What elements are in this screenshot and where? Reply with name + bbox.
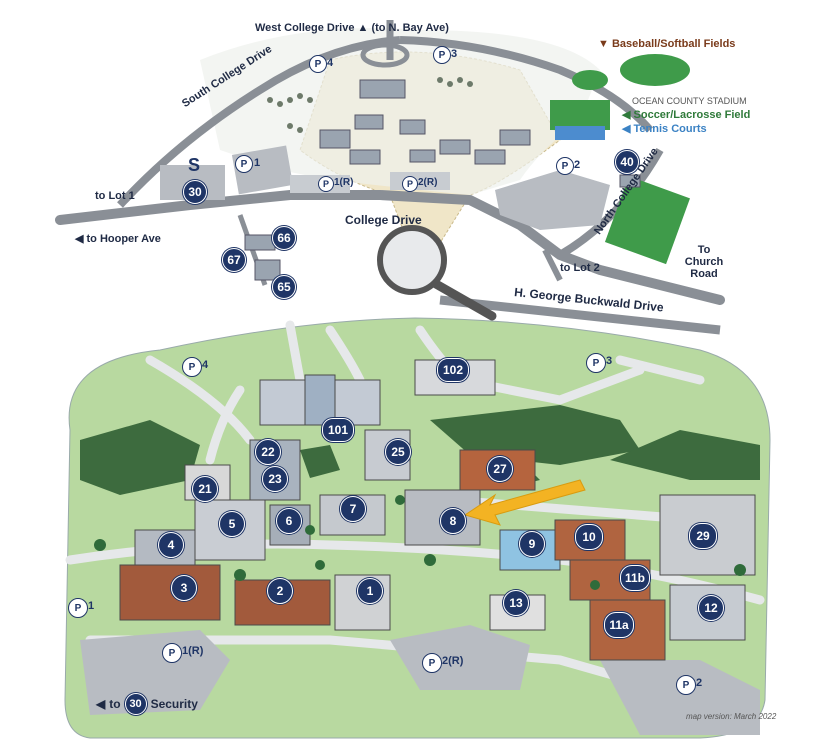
tennis-courts-label: ◀ Tennis Courts xyxy=(622,123,707,135)
building-pin-22[interactable]: 22 xyxy=(255,439,281,465)
detail-parking-4-icon: P xyxy=(182,357,202,377)
building-pin-101[interactable]: 101 xyxy=(322,418,354,442)
detail-parking-1-icon: P xyxy=(68,598,88,618)
parking-1r-icon: P xyxy=(318,176,334,192)
parking-1-label: 1 xyxy=(254,157,261,169)
parking-4-label: 4 xyxy=(327,57,334,69)
stadium-label: OCEAN COUNTY STADIUM xyxy=(632,96,747,106)
detail-parking-2-icon: P xyxy=(676,675,696,695)
building-pin-1[interactable]: 1 xyxy=(357,578,383,604)
building-pin-10[interactable]: 10 xyxy=(575,524,603,550)
building-pin-3[interactable]: 3 xyxy=(171,575,197,601)
detail-parking-2r-icon: P xyxy=(422,653,442,673)
parking-4-icon: P xyxy=(309,55,327,73)
building-pin-30[interactable]: 30 xyxy=(183,180,207,204)
building-pin-65[interactable]: 65 xyxy=(272,275,296,299)
parking-3-label: 3 xyxy=(451,48,458,60)
detail-parking-2r-label: 2(R) xyxy=(442,655,464,667)
building-pin-7[interactable]: 7 xyxy=(340,496,366,522)
building-pin-40[interactable]: 40 xyxy=(615,150,639,174)
detail-parking-1-label: 1 xyxy=(88,600,95,612)
detail-parking-4-label: 4 xyxy=(202,359,209,371)
map-version: map version: March 2022 xyxy=(686,712,777,721)
parking-1r-label: 1(R) xyxy=(334,177,354,188)
building-pin-5[interactable]: 5 xyxy=(219,511,245,537)
detail-parking-3-label: 3 xyxy=(606,355,613,367)
parking-1-icon: P xyxy=(235,155,253,173)
to-lot1: to Lot 1 xyxy=(95,190,135,202)
road-west-college: West College Drive ▲ (to N. Bay Ave) xyxy=(255,22,449,34)
security-s-marker: S xyxy=(188,155,201,175)
building-pin-13[interactable]: 13 xyxy=(503,590,529,616)
building-pin-8[interactable]: 8 xyxy=(440,508,466,534)
parking-2-label: 2 xyxy=(574,159,581,171)
building-pin-11b[interactable]: 11b xyxy=(620,565,650,591)
to-church: To Church Road xyxy=(684,244,724,280)
building-pin-9[interactable]: 9 xyxy=(519,531,545,557)
to-hooper: ◀ to Hooper Ave xyxy=(75,233,161,245)
security-direction: ◀ to 30 Security xyxy=(96,693,198,715)
detail-parking-1r-icon: P xyxy=(162,643,182,663)
building-pin-12[interactable]: 12 xyxy=(698,595,724,621)
road-college-drive: College Drive xyxy=(345,213,422,227)
building-pin-29[interactable]: 29 xyxy=(689,523,717,549)
building-pin-4[interactable]: 4 xyxy=(158,532,184,558)
baseball-fields-label: ▼ Baseball/Softball Fields xyxy=(598,38,736,50)
parking-2-icon: P xyxy=(556,157,574,175)
arrow-left-icon: ◀ xyxy=(96,697,106,711)
building-pin-6[interactable]: 6 xyxy=(276,508,302,534)
building-pin-66[interactable]: 66 xyxy=(272,226,296,250)
parking-3-icon: P xyxy=(433,46,451,64)
building-pin-21[interactable]: 21 xyxy=(192,476,218,502)
to-lot2: to Lot 2 xyxy=(560,262,600,274)
building-pin-23[interactable]: 23 xyxy=(262,466,288,492)
detail-parking-3-icon: P xyxy=(586,353,606,373)
detail-parking-1r-label: 1(R) xyxy=(182,645,204,657)
building-pin-25[interactable]: 25 xyxy=(385,439,411,465)
building-pin-102[interactable]: 102 xyxy=(437,358,469,382)
building-pin-2[interactable]: 2 xyxy=(267,578,293,604)
parking-2r-icon: P xyxy=(402,176,418,192)
building-pin-67[interactable]: 67 xyxy=(222,248,246,272)
detail-parking-2-label: 2 xyxy=(696,677,703,689)
parking-2r-label: 2(R) xyxy=(418,177,438,188)
building-pin-30-detail[interactable]: 30 xyxy=(124,693,147,715)
building-pin-11a[interactable]: 11a xyxy=(604,612,634,638)
soccer-field-label: ◀ Soccer/Lacrosse Field xyxy=(622,109,751,121)
building-pin-27[interactable]: 27 xyxy=(487,456,513,482)
